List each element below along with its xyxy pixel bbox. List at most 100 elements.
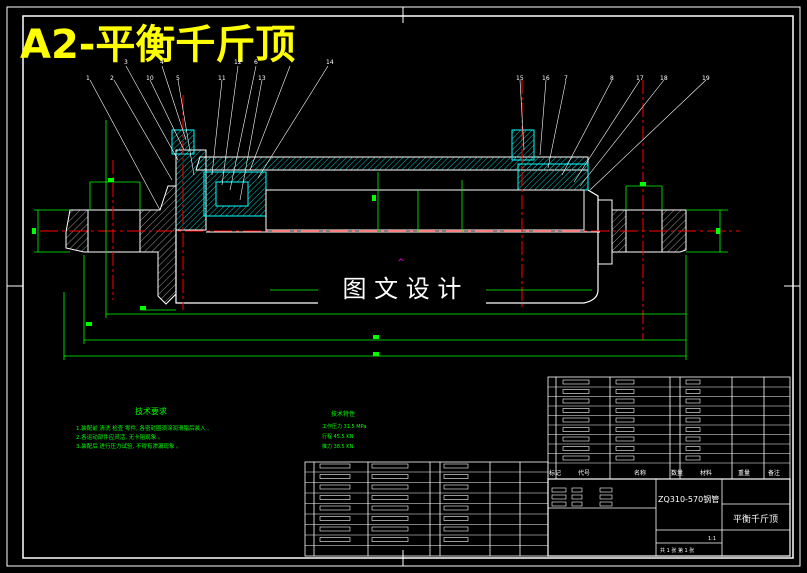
right-rod-collar [597,199,613,265]
parts-list-entry [371,484,409,490]
parts-list-entry [562,446,590,451]
balloon-10: 10 [146,75,154,82]
piston-seal [215,181,249,207]
parts-list-entry [562,398,590,404]
parts-list-entry [599,487,613,493]
sheet-label: 共 1 张 第 1 张 [660,547,694,554]
parts-list-entry [615,398,635,404]
balloon-2: 2 [110,75,114,82]
spec-heading: 技术特性 [331,410,355,418]
parts-list-entry [571,501,583,507]
balloon-1: 1 [86,75,90,82]
center-mark: ^ [397,258,405,268]
balloon-3: 3 [124,59,128,66]
dimension-ticks [32,178,720,356]
parts-list-entry [615,446,635,451]
title-block-text: 标记 代号 名称 数量 材料 重量 备注 ZQ310-570钢管 平衡千斤顶 1… [549,469,780,554]
balloon-12: 12 [234,59,242,66]
piston-rod [265,189,585,231]
parts-list-entry [443,474,469,479]
spec-row-2: 行程 45.5 KN [322,433,354,440]
parts-list-entry [562,408,590,413]
parts-list-entry [599,494,613,500]
parts-list-entry [443,516,469,521]
balloon-18: 18 [660,75,668,82]
parts-list-entry [685,455,701,461]
parts-list-entry [599,501,613,507]
drawing-title: A2-平衡千斤顶 [20,22,295,68]
parts-list-entry [615,455,635,461]
cylinder-body [175,189,599,304]
spec-row-1: 工作压力 31.5 MPa [322,423,366,430]
parts-list-entry [443,463,469,469]
drawing-name: 平衡千斤顶 [733,513,778,525]
parts-list-entry [562,389,590,394]
balloon-5: 5 [176,75,180,82]
parts-list-entry [443,537,469,542]
parts-list-entry [319,495,351,500]
parts-list-entry [615,408,635,413]
balloon-17: 17 [636,75,644,82]
balloon-14: 14 [326,59,334,66]
parts-list-entry [615,436,635,442]
title-block [304,376,791,557]
parts-list-entry [685,446,701,451]
parts-list-entry [551,501,567,507]
balloon-19: 19 [702,75,710,82]
col-label-qty: 数量 [671,469,683,477]
col-label-material: 材料 [700,469,712,477]
col-label-mark: 标记 [549,469,561,477]
balloon-labels-left: 1 2 3 10 4 5 11 12 6 13 14 [86,59,334,82]
parts-list-entry [371,526,409,532]
parts-list-entry [562,379,590,385]
parts-list-entry [371,516,409,521]
col-label-remark: 备注 [768,469,780,477]
parts-list-entry [615,379,635,385]
parts-list-entry [319,474,351,479]
balloon-4: 4 [160,59,164,66]
spec-table: 技术特性 工作压力 31.5 MPa 行程 45.5 KN 推力 38.5 KN [322,410,366,450]
balloon-labels-right: 15 16 7 8 17 18 19 [516,75,710,82]
parts-list-entry [443,484,469,490]
parts-list-entry [615,427,635,432]
parts-list-entry [685,417,701,423]
parts-list-entry [562,455,590,461]
parts-list-entry [685,389,701,394]
parts-list-entry [443,526,469,532]
parts-list-entry [685,436,701,442]
notes-line-3: 3.装配后 进行压力试验, 不得有渗漏现象 。 [76,442,182,450]
parts-list-entry [562,427,590,432]
parts-list-entry [615,389,635,394]
parts-list-entry [551,487,567,493]
notes-line-2: 2.各运动部件应灵活, 无卡阻现象 。 [76,433,164,441]
parts-list-entry [443,505,469,511]
parts-list-entry [319,505,351,511]
parts-list-entry [685,379,701,385]
parts-list-entry [685,427,701,432]
col-label-code: 代号 [578,469,590,477]
parts-list-entry [551,494,567,500]
balloon-13: 13 [258,75,266,82]
parts-list-entry [319,484,351,490]
parts-list-rows [305,386,790,546]
parts-list-entry [319,526,351,532]
balloon-11: 11 [218,75,226,82]
parts-list-entry [571,494,583,500]
parts-list-entry [562,436,590,442]
parts-list-entry [319,516,351,521]
part-code: ZQ310-570钢管 [658,494,719,504]
notes-heading: 技术要求 [135,406,167,416]
parts-list-entries [319,379,701,542]
parts-list-entry [371,474,409,479]
cylinder-section-view: ^ [40,80,740,340]
parts-list-entry [319,463,351,469]
technical-notes: 技术要求 1.装配前 清洗 检查 零件, 各密封圈须涂润滑脂后装入 , 2.各运… [76,406,209,450]
parts-list-entry [371,505,409,511]
balloon-6: 6 [254,59,258,66]
balloon-8: 8 [610,75,614,82]
parts-list-entry [571,487,583,493]
col-label-weight: 重量 [738,469,750,477]
parts-list-entry [685,398,701,404]
col-label-name: 名称 [634,469,646,477]
